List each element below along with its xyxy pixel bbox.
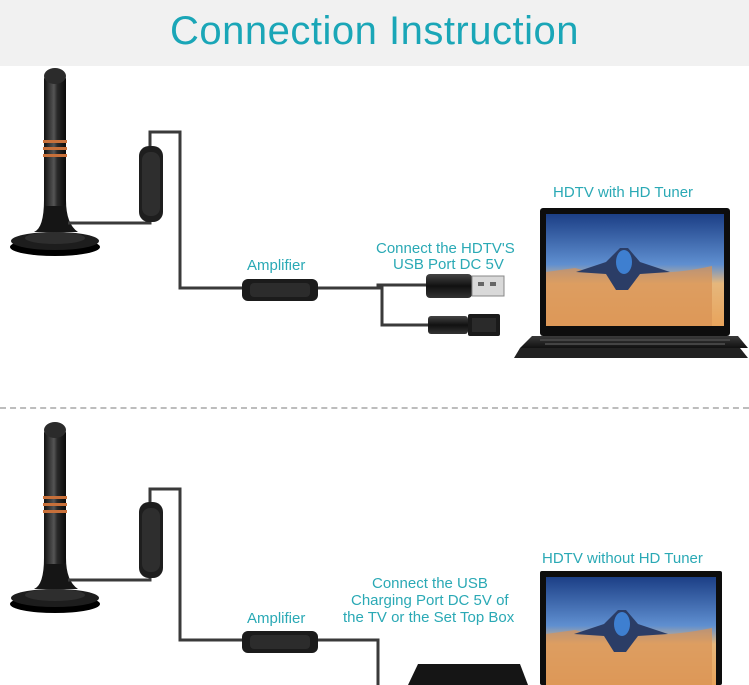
top-amplifier-label: Amplifier (247, 257, 306, 274)
top-amplifier (242, 279, 318, 301)
bottom-connect-line1: Connect the USB (372, 575, 488, 592)
top-tv-label: HDTV with HD Tuner (553, 184, 694, 201)
top-usb-plug (426, 274, 505, 298)
top-coax-plug (428, 314, 500, 336)
title-banner: Connection Instruction (0, 0, 749, 66)
top-antenna (10, 68, 100, 256)
bottom-antenna (10, 422, 100, 613)
bottom-inline-switch (139, 502, 163, 578)
set-top-box (408, 664, 528, 685)
bottom-amplifier-label: Amplifier (247, 610, 306, 627)
bottom-amplifier (242, 631, 318, 653)
bottom-cables (68, 487, 380, 685)
bottom-tv (540, 571, 722, 685)
top-laptop (514, 208, 748, 358)
bottom-connect-line2: Charging Port DC 5V of (351, 592, 509, 609)
panel-divider (0, 407, 749, 409)
top-connect-line1: Connect the HDTV'S (376, 240, 515, 257)
top-connect-line2: USB Port DC 5V (393, 256, 504, 273)
bottom-tv-label: HDTV without HD Tuner (542, 550, 703, 567)
page-title: Connection Instruction (169, 9, 579, 53)
bottom-connect-line3: the TV or the Set Top Box (343, 609, 515, 626)
top-inline-switch (139, 146, 163, 222)
